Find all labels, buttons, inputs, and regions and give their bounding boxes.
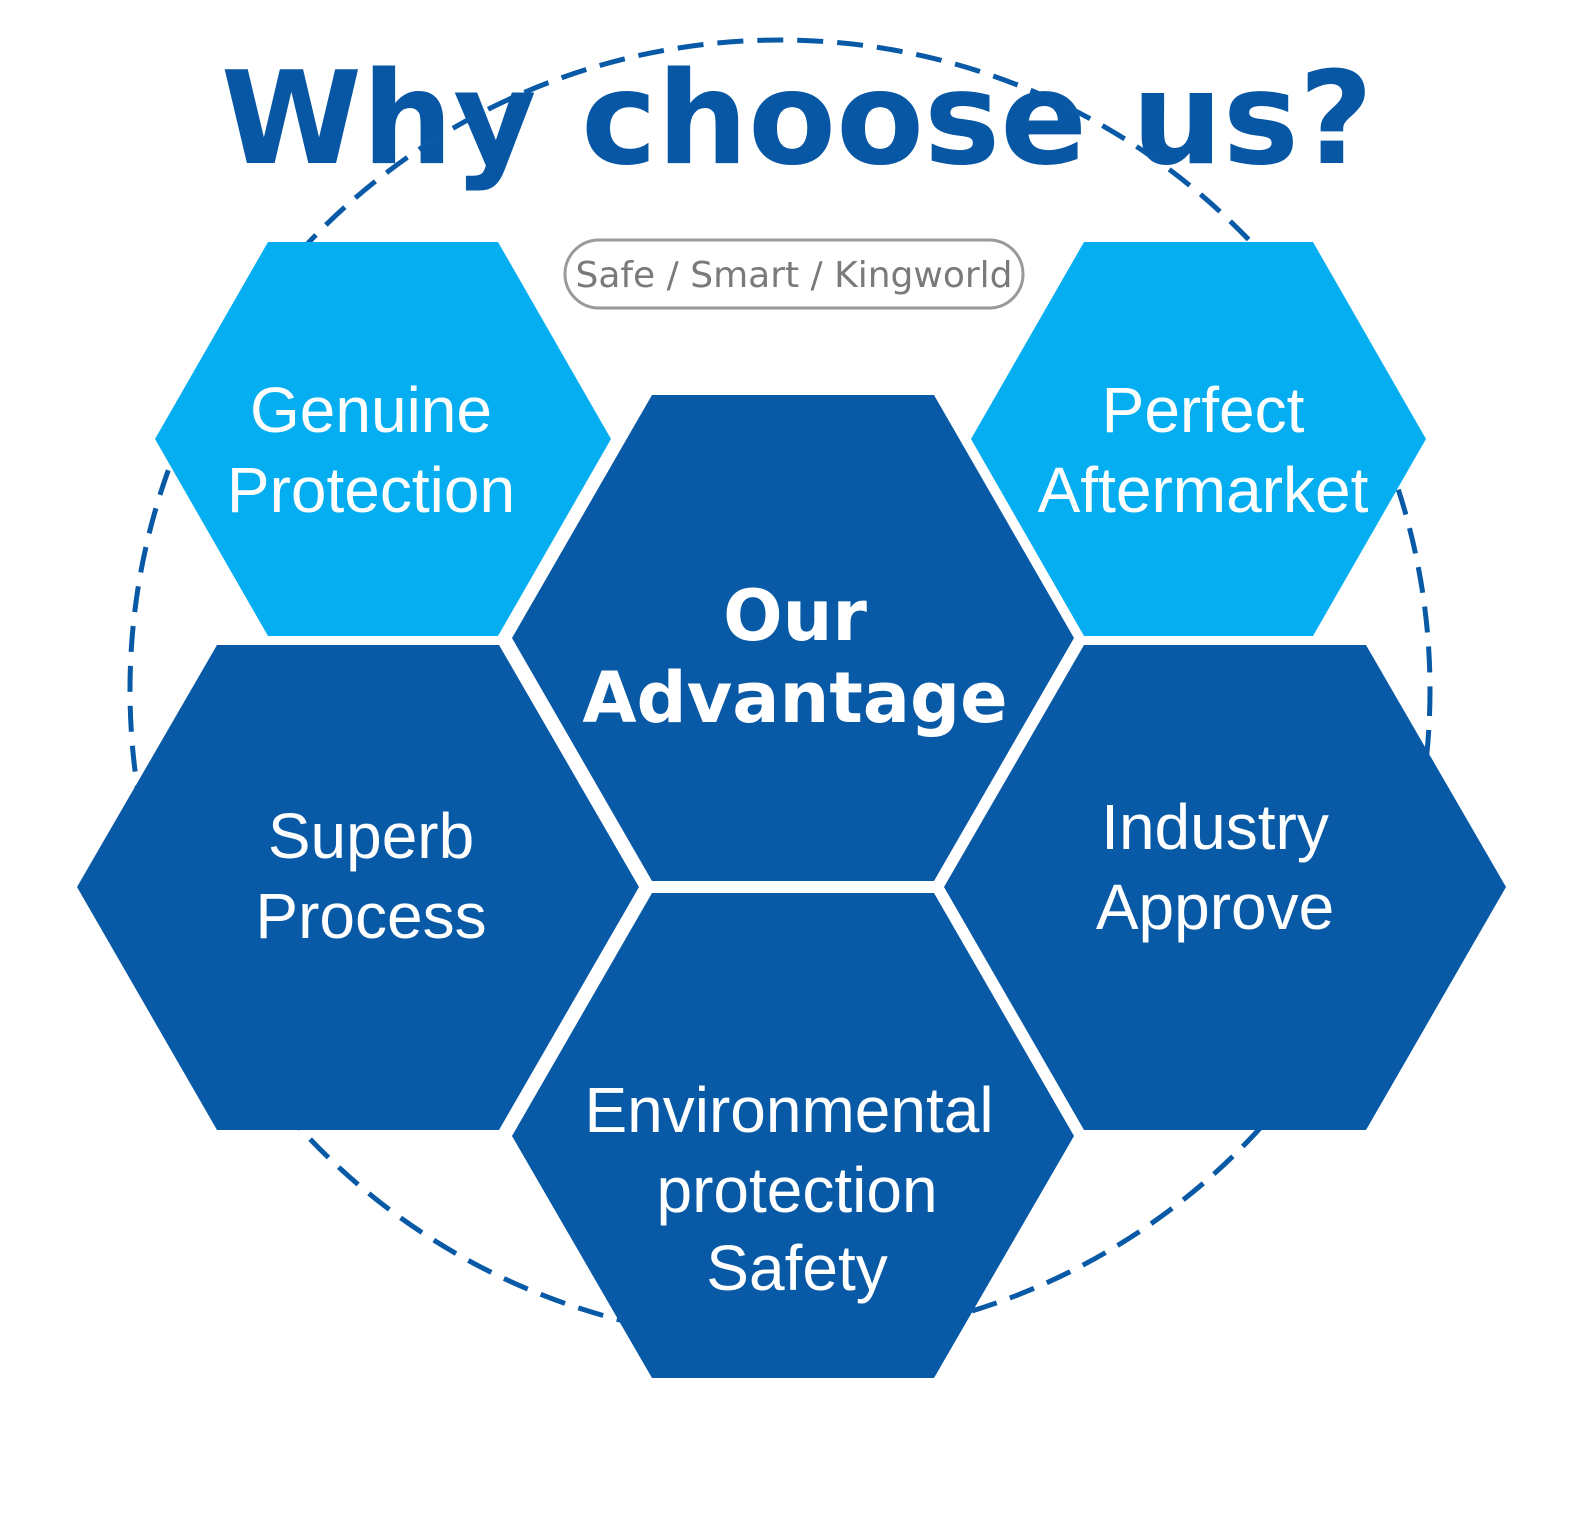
center-label-line-2: Advantage — [582, 657, 1007, 739]
hexagon-label-line-1: Superb — [268, 800, 474, 872]
hexagon-shape — [77, 645, 639, 1130]
hexagon-shape — [971, 242, 1426, 636]
hexagon-shape — [512, 395, 1074, 881]
hexagon-label-line-1: Genuine — [250, 374, 492, 446]
hexagon-industry-approve: Industry Approve — [944, 645, 1506, 1130]
hexagon-shape — [512, 893, 1074, 1378]
hexagon-label-line-2: Protection — [227, 454, 515, 526]
hexagon-shape — [944, 645, 1506, 1130]
center-label-line-1: Our — [723, 575, 867, 657]
page-title: Why choose us? — [221, 45, 1373, 194]
tagline-border — [563, 238, 1025, 310]
hexagon-label-line-1: Industry — [1101, 791, 1329, 863]
hexagon-perfect-aftermarket: Perfect Aftermarket — [971, 242, 1426, 636]
hexagon-label-line-1: Environmental — [584, 1074, 993, 1146]
hexagon-label-line-3: Safety — [706, 1232, 887, 1304]
hexagon-genuine-protection: Genuine Protection — [155, 242, 611, 636]
hexagon-label-line-2: Aftermarket — [1038, 454, 1369, 526]
tagline-pill: Safe / Smart / Kingworld — [563, 238, 1025, 310]
hexagon-environmental-protection: Environmental protection Safety — [512, 893, 1074, 1378]
hexagon-label-line-2: protection — [656, 1154, 937, 1226]
hexagon-label-line-2: Process — [255, 880, 486, 952]
hexagon-our-advantage: Our Advantage — [512, 395, 1074, 881]
hexagon-superb-process: Superb Process — [77, 645, 639, 1130]
hexagon-label-line-1: Perfect — [1102, 374, 1305, 446]
hexagon-label-line-2: Approve — [1096, 871, 1334, 943]
tagline-text: Safe / Smart / Kingworld — [575, 255, 1012, 296]
hexagon-shape — [155, 242, 611, 636]
